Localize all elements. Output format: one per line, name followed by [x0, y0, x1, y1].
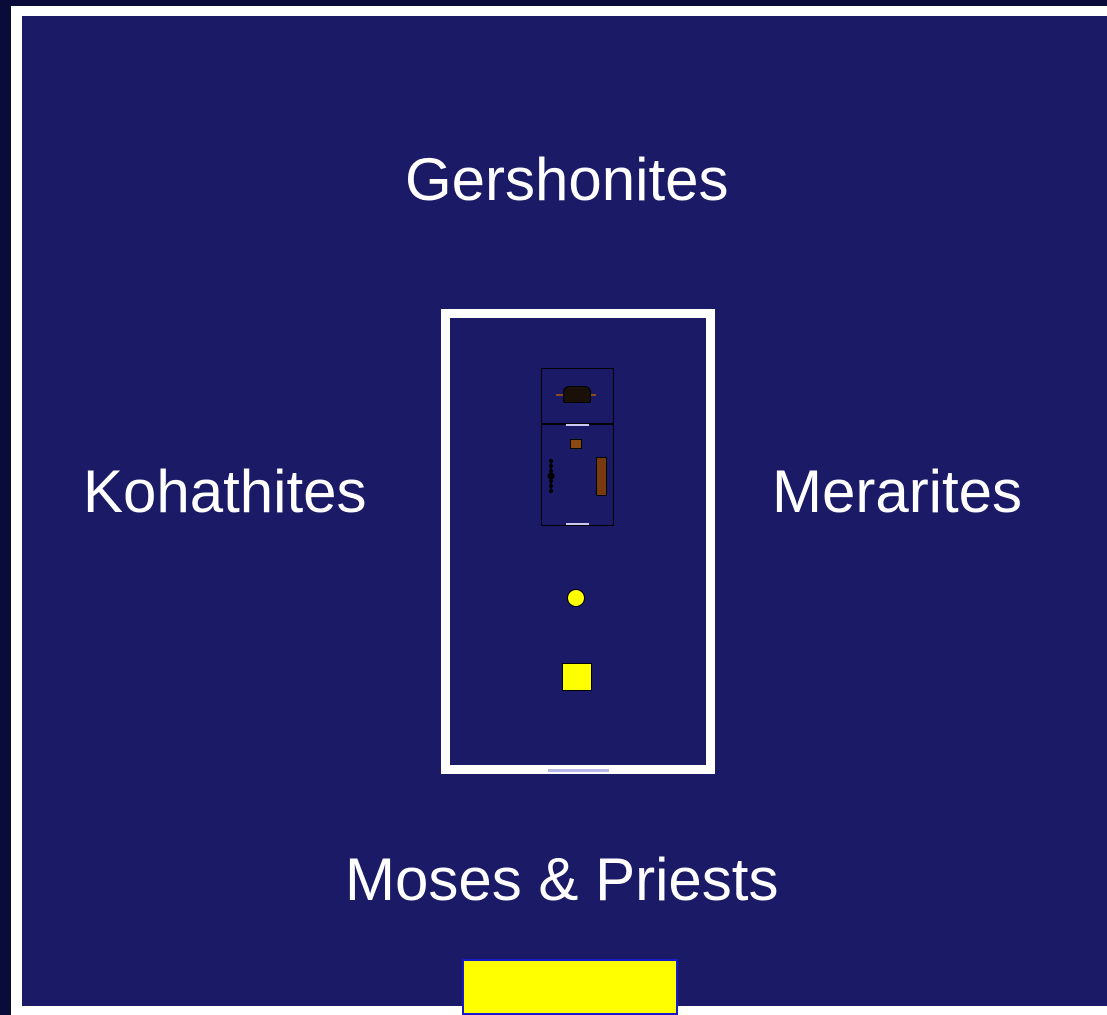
courtyard-gate: [548, 769, 609, 772]
tabernacle-tent: [541, 368, 614, 526]
tent-door: [566, 523, 589, 525]
east-tribe-label: Merarites: [772, 458, 1023, 525]
altar-icon: [562, 663, 592, 691]
west-tribe-label: Kohathites: [83, 458, 367, 525]
north-tribe-label: Gershonites: [405, 146, 729, 213]
bottom-yellow-block: [462, 959, 678, 1015]
laver-icon: [567, 589, 585, 607]
table-of-showbread-icon: [596, 457, 607, 496]
south-tribe-label: Moses & Priests: [345, 846, 779, 913]
veil-divider: [541, 423, 614, 425]
lampstand-icon: [547, 459, 555, 493]
camp-panel: [22, 16, 1107, 1006]
ark-icon: [563, 386, 591, 403]
veil-opening: [566, 424, 589, 426]
incense-altar-icon: [570, 439, 582, 449]
